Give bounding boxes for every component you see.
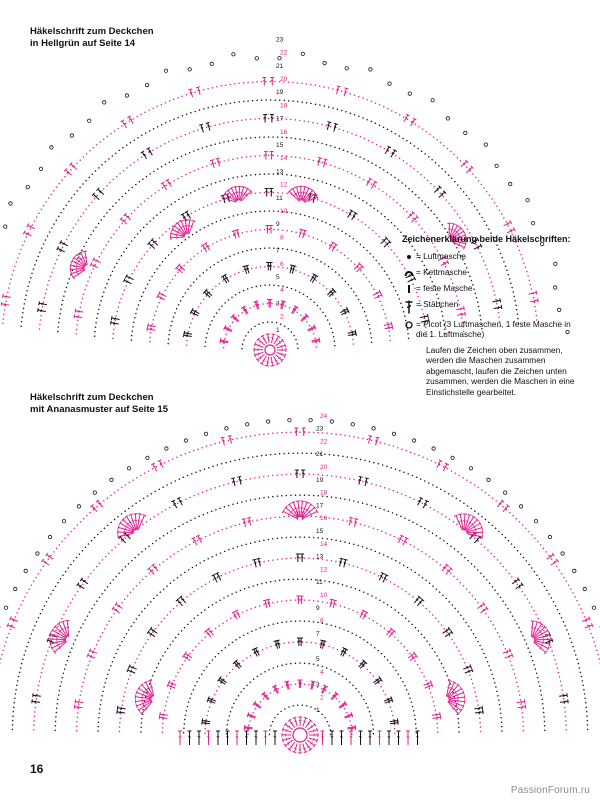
legend-item-label: = feste Masche	[416, 282, 473, 293]
chart1-round-number: 9	[276, 221, 280, 228]
chart1-round-number: 5	[276, 274, 280, 281]
chart2-round-number: 9	[316, 605, 320, 612]
chart2-round-number: 14	[320, 541, 328, 548]
legend-item-double-crochet: = Stäbchen	[402, 299, 582, 314]
chart1-round-number: 4	[280, 287, 284, 294]
chart1-round-number: 6	[280, 261, 284, 268]
legend-title: Zeichenerklärung beide Häkelschriften:	[402, 234, 571, 244]
chart2-round-number: 18	[320, 490, 328, 497]
chart1-round-number: 16	[280, 129, 288, 136]
diagram1-caption-line2: in Hellgrün auf Seite 14	[30, 38, 136, 49]
chain-stitch-icon	[402, 251, 416, 262]
chart1-round-number: 12	[280, 182, 288, 189]
chart2-round-number: 22	[320, 438, 328, 445]
chart2-round-number: 8	[320, 618, 324, 625]
chart2-round-number: 4	[320, 669, 324, 676]
diagram2-caption-line2: mit Ananasmuster auf Seite 15	[30, 404, 168, 415]
legend-item-label: = Stäbchen	[416, 298, 459, 309]
chart2-round-number: 5	[316, 656, 320, 663]
chart2-round-number: 17	[316, 502, 324, 509]
chart2-round-number: 2	[320, 694, 324, 701]
chart1-round-number: 11	[276, 195, 283, 202]
chart1-round-number: 10	[280, 208, 288, 215]
chart2-round-number: 6	[320, 643, 324, 650]
slip-stitch-icon	[402, 267, 416, 278]
chart2-round-number: 23	[316, 426, 324, 433]
chart1-round-number: 14	[280, 155, 288, 162]
chart1-round-number: 1	[276, 327, 280, 334]
chart2-round-number: 11	[316, 579, 323, 586]
legend-item-label: = Picot (3 Luftmaschen, 1 feste Masche i…	[416, 318, 571, 340]
chart2-round-number: 24	[320, 413, 328, 420]
diagram2-caption-line1: Häkelschrift zum Deckchen	[30, 392, 154, 403]
chart2-round-number: 19	[316, 477, 324, 484]
chart2-round-number: 15	[316, 528, 324, 535]
chart2-round-number: 12	[320, 566, 328, 573]
chart1-round-number: 13	[276, 168, 284, 175]
chart2-round-number: 21	[316, 451, 324, 458]
chart2-round-number: 20	[320, 464, 328, 471]
symbol-legend: Zeichenerklärung beide Häkelschriften: =…	[402, 234, 582, 397]
chart1-round-number: 21	[276, 63, 284, 70]
chart2-round-number: 13	[316, 554, 324, 561]
diagram1-caption: Häkelschrift zum Deckchen in Hellgrün au…	[30, 26, 154, 50]
chart1-round-number: 20	[280, 76, 288, 83]
single-crochet-icon	[402, 283, 416, 294]
diagram2-caption: Häkelschrift zum Deckchen mit Ananasmust…	[30, 392, 168, 416]
chart1-round-number: 15	[276, 142, 284, 149]
page-number: 16	[30, 762, 44, 776]
watermark: PassionForum.ru	[510, 785, 590, 796]
chart1-round-number: 3	[276, 300, 280, 307]
legend-item-picot: = Picot (3 Luftmaschen, 1 feste Masche i…	[402, 319, 582, 340]
chart1-round-number: 2	[280, 314, 284, 321]
chart1-round-number: 8	[280, 234, 284, 241]
double-crochet-icon	[402, 299, 416, 314]
diagram1-caption-line1: Häkelschrift zum Deckchen	[30, 26, 154, 37]
chart2-round-number: 10	[320, 592, 328, 599]
legend-item-chain: = Luftmasche	[402, 251, 582, 262]
chart2-round-number: 3	[316, 682, 320, 689]
chart2-round-number: 1	[316, 707, 320, 714]
chart1-round-number: 19	[276, 89, 284, 96]
chart2-round-number: 7	[316, 630, 320, 637]
chart1-round-number: 22	[280, 50, 288, 57]
legend-item-label: = Luftmasche	[416, 250, 467, 261]
chart1-round-number: 23	[276, 36, 284, 43]
legend-item-label: = Kettmasche	[416, 266, 467, 277]
chart1-round-number: 7	[276, 248, 280, 255]
legend-item-slip: = Kettmasche	[402, 267, 582, 278]
chart2-round-number: 16	[320, 515, 328, 522]
picot-icon	[402, 319, 416, 330]
legend-note: Laufen die Zeichen oben zusammen, werden…	[426, 344, 575, 397]
chart1-round-number: 17	[276, 116, 284, 123]
legend-item-single-crochet: = feste Masche	[402, 283, 582, 294]
chart1-round-number: 18	[280, 102, 288, 109]
